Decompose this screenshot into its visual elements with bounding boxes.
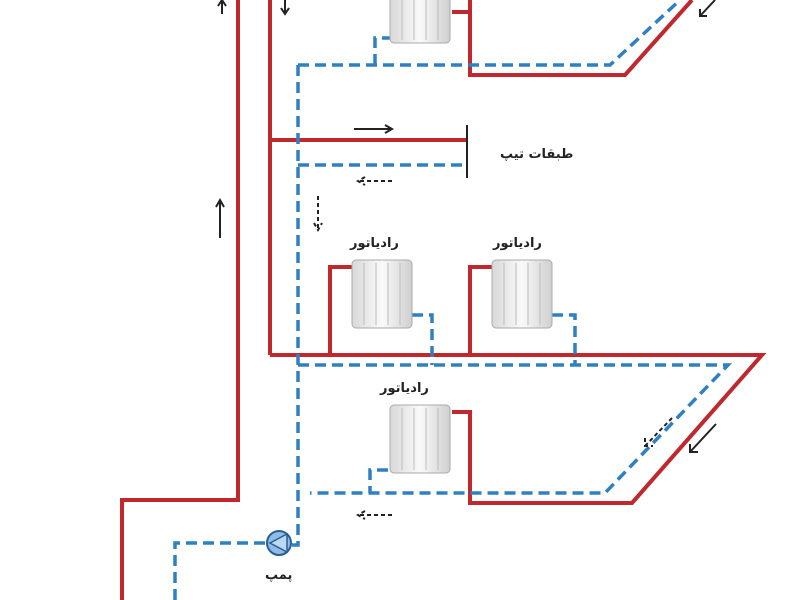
radiator-1 <box>351 259 413 329</box>
radiator-3-label: رادیاتور <box>380 381 429 396</box>
flow-arrow-icon <box>215 0 717 520</box>
pump-icon <box>266 530 292 556</box>
top-radiator-return <box>373 36 392 65</box>
radiator-1-label: رادیاتور <box>350 236 399 251</box>
return-riser <box>292 65 300 547</box>
radiator-2 <box>491 259 553 329</box>
radiator-1-supply <box>328 265 352 355</box>
main-riser-supply <box>120 0 240 600</box>
pump-return <box>173 541 265 600</box>
top-floor-return <box>298 0 682 67</box>
radiator-2-return <box>552 313 577 365</box>
floor-loop-return <box>298 363 733 495</box>
typical-floors-label: طبقات تیپ <box>500 147 574 162</box>
radiator-3 <box>389 404 451 474</box>
radiator-3-return <box>368 468 388 493</box>
top-radiator <box>389 0 451 44</box>
floor-loop-supply <box>270 353 767 505</box>
top-floor-supply <box>468 0 694 77</box>
radiator-2-supply <box>468 265 492 355</box>
pump-label: پمپ <box>265 568 293 583</box>
radiator-2-label: رادیاتور <box>493 236 542 251</box>
radiator-1-return <box>412 313 434 365</box>
